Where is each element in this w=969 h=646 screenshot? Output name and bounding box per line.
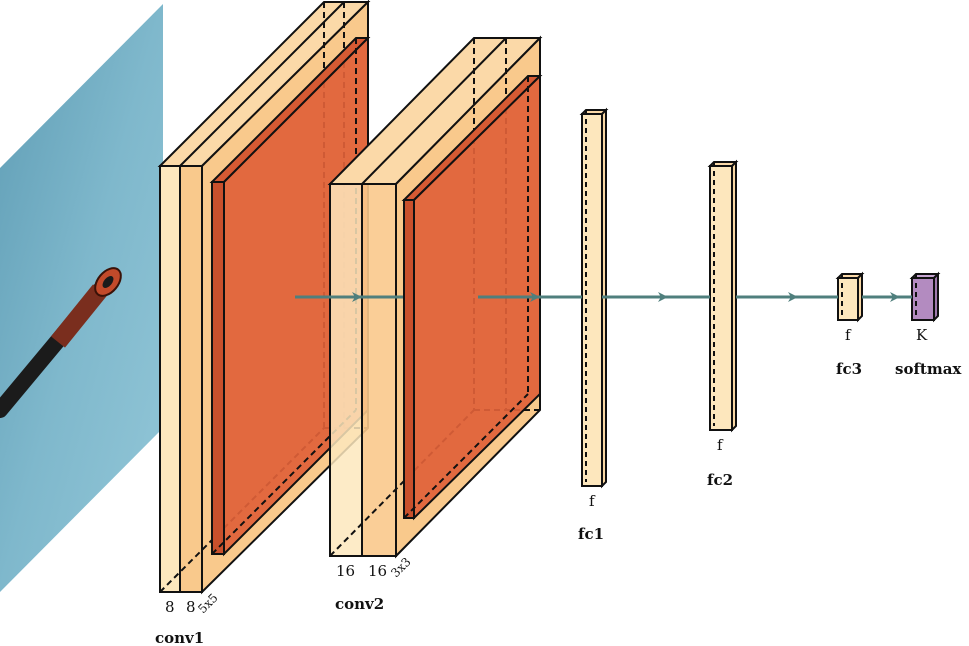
softmax-label: softmax: [895, 360, 962, 378]
conv2-kernel: 3x3: [388, 555, 413, 580]
fc1-dim: f: [589, 492, 596, 510]
conv2-dim-1: 16: [336, 562, 355, 580]
input-image: [0, 4, 163, 592]
conv1-dim-2: 8: [186, 598, 196, 616]
pool2-block: [401, 73, 543, 521]
conv1-label: conv1: [155, 629, 204, 646]
fc3-label: fc3: [836, 360, 862, 378]
conv1-kernel: 5x5: [195, 591, 220, 616]
conv2-label: conv2: [335, 595, 384, 613]
conv1-dim-1: 8: [165, 598, 175, 616]
fc3-dim: f: [845, 326, 852, 344]
endoscope-icon: [0, 267, 122, 418]
fc1-label: fc1: [578, 525, 604, 543]
softmax-block: [909, 271, 941, 323]
fc2-dim: f: [717, 436, 724, 454]
conv2-dim-2: 16: [368, 562, 387, 580]
fc2-label: fc2: [707, 471, 733, 489]
fc2-block: [707, 159, 739, 433]
fc3-block: [835, 271, 865, 323]
softmax-dim: K: [916, 326, 928, 344]
